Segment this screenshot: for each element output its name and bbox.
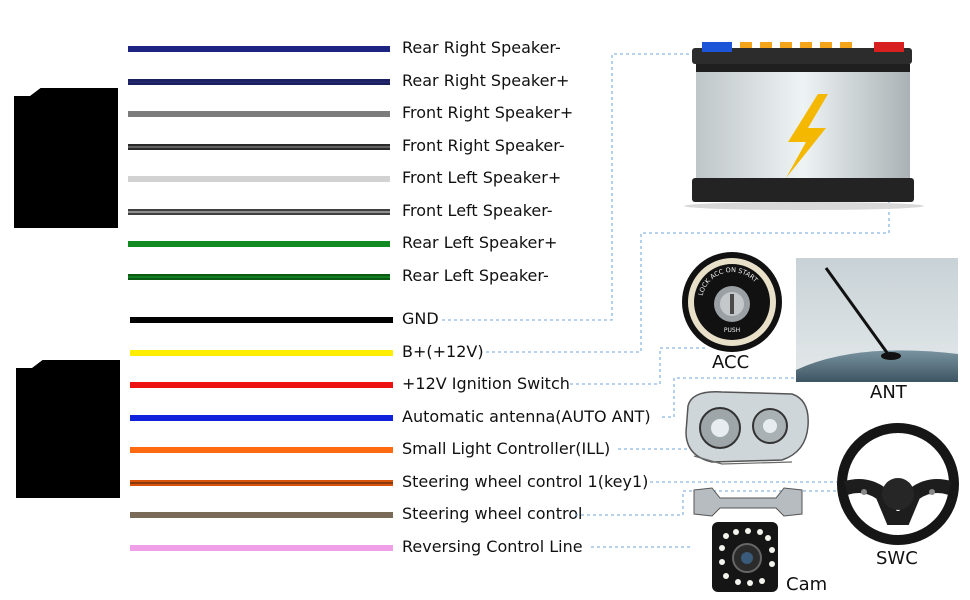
- wire-fr-pos: [128, 111, 390, 117]
- negative-terminal: [702, 42, 732, 52]
- reverse-camera-image: [693, 487, 803, 592]
- antenna-mast: [824, 267, 890, 355]
- wire-label-fl-pos: Front Left Speaker+: [402, 168, 562, 187]
- positive-terminal: [874, 42, 904, 52]
- wire-rev: [130, 544, 393, 551]
- wire-bplus: [130, 349, 393, 356]
- acc-push-text: PUSH: [724, 327, 740, 334]
- wire-key1: [130, 479, 393, 486]
- swc-caption: SWC: [876, 548, 918, 569]
- ant-to-antenna-line: [662, 377, 798, 418]
- cam-caption: Cam: [786, 574, 828, 595]
- wire-fr-neg: [128, 143, 390, 150]
- acc-caption: ACC: [712, 352, 750, 373]
- wire-ant: [130, 414, 393, 421]
- battery-image: [684, 42, 924, 210]
- wire-swc: [130, 512, 393, 518]
- bplus-to-battery-line: [486, 54, 890, 353]
- wire-rr-pos: [128, 78, 390, 85]
- wire-label-fl-neg: Front Left Speaker-: [402, 200, 553, 220]
- wire-label-rl-pos: Rear Left Speaker+: [402, 233, 558, 252]
- wire-label-ign: +12V Ignition Switch: [402, 374, 570, 393]
- wire-label-fr-neg: Front Right Speaker-: [402, 135, 565, 155]
- gnd-to-battery-line: [442, 53, 702, 321]
- wire-label-rev: Reversing Control Line: [402, 536, 583, 556]
- wire-gnd: [130, 317, 393, 323]
- wire-label-swc: Steering wheel control: [402, 504, 583, 523]
- antenna-image: [796, 258, 958, 382]
- wire-rr-neg: [128, 46, 390, 52]
- wire-label-fr-pos: Front Right Speaker+: [402, 103, 574, 122]
- wire-fl-pos: [128, 176, 390, 182]
- headlight-image: [685, 391, 809, 465]
- wire-label-key1: Steering wheel control 1(key1): [402, 471, 649, 491]
- wire-label-ill: Small Light Controller(ILL): [402, 439, 611, 458]
- ign-to-acc-line: [570, 347, 705, 385]
- lower-harness-plug-lip: [32, 360, 120, 368]
- wire-label-rl-neg: Rear Left Speaker-: [402, 265, 549, 285]
- lightning-bolt-icon: [786, 94, 828, 178]
- wire-label-gnd: GND: [402, 309, 439, 328]
- wire-label-rr-neg: Rear Right Speaker-: [402, 38, 561, 57]
- steering-wheel-image: [837, 423, 959, 545]
- swc-to-wheel-line: [575, 490, 848, 516]
- wire-label-rr-pos: Rear Right Speaker+: [402, 70, 570, 90]
- wire-ill: [130, 447, 393, 453]
- wire-ign: [130, 382, 393, 388]
- wire-label-ant: Automatic antenna(AUTO ANT): [402, 406, 651, 426]
- wire-rl-pos: [128, 241, 390, 247]
- ignition-switch-image: LOCK ACC ON START PUSH: [682, 252, 782, 352]
- lower-harness-plug: [16, 368, 120, 498]
- upper-harness-plug: [14, 96, 118, 228]
- wire-label-bplus: B+(+12V): [402, 341, 484, 361]
- wire-rl-neg: [128, 273, 390, 280]
- upper-harness-plug-lip: [30, 88, 118, 96]
- wire-fl-neg: [128, 208, 390, 215]
- ant-caption: ANT: [870, 382, 907, 403]
